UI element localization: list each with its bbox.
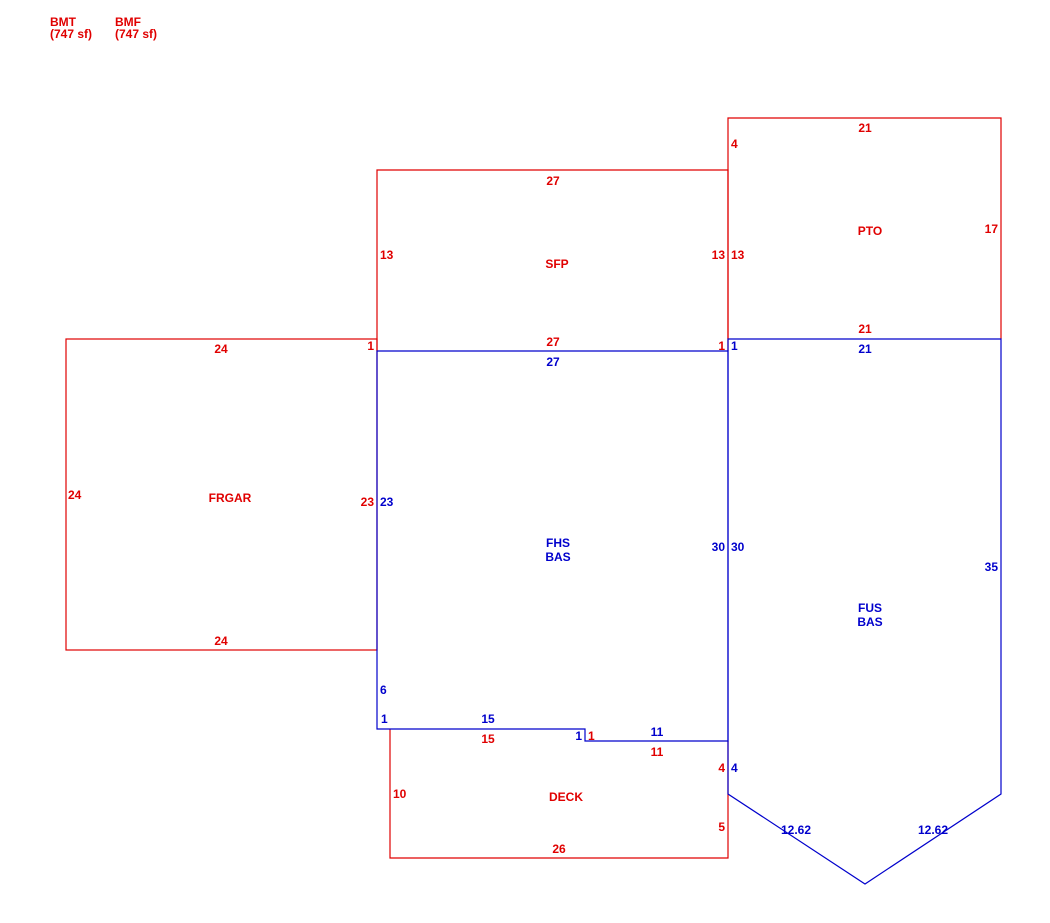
frgar-dim-top: 24	[214, 342, 228, 356]
area-frgar: FRGAR 24 24 24 23 1	[68, 339, 374, 648]
fhs-bas-dim-step: 1	[575, 729, 582, 743]
area-sfp: SFP 27 27 13 13 1	[380, 174, 725, 353]
fus-bas-dim-diag-left: 12.62	[781, 823, 811, 837]
deck-outline	[389, 729, 729, 859]
fus-bas-dim-right: 35	[985, 560, 999, 574]
fus-bas-dim-diag-right: 12.62	[918, 823, 948, 837]
fus-bas-outline	[727, 338, 1002, 885]
area-pto: PTO 21 21 17 13 4	[731, 121, 998, 336]
fhs-bas-dim-bottom-b: 11	[651, 725, 664, 739]
frgar-dim-right: 23	[361, 495, 375, 509]
header-area: (747 sf)	[50, 27, 93, 41]
pto-dim-right: 17	[985, 222, 999, 236]
pto-dim-top: 21	[858, 121, 872, 135]
header-code: BMF	[115, 15, 141, 29]
fhs-bas-dim-left: 23	[380, 495, 394, 509]
pto-label: PTO	[858, 224, 882, 238]
deck-dim-right-lower: 5	[718, 820, 725, 834]
deck-dim-left: 10	[393, 787, 407, 801]
area-fhs-bas: FHS BAS 27 23 30 6 1 15 1 11	[380, 355, 725, 743]
sfp-dim-right: 13	[712, 248, 726, 262]
deck-dim-right-upper: 4	[718, 761, 725, 775]
header-item-bmf: BMF (747 sf)	[115, 16, 157, 40]
deck-dim-bottom: 26	[552, 842, 566, 856]
pto-outline	[727, 117, 1002, 339]
area-deck: DECK 15 1 11 10 4 5 26	[393, 729, 725, 856]
fhs-bas-dim-bottom-a: 15	[481, 712, 495, 726]
sfp-dim-left: 13	[380, 248, 394, 262]
fhs-bas-dim-right: 30	[712, 540, 726, 554]
deck-label: DECK	[549, 790, 583, 804]
pto-dim-bottom: 21	[858, 322, 872, 336]
fus-bas-dim-top: 21	[858, 342, 872, 356]
fus-bas-label-line1: FUS	[858, 601, 882, 615]
deck-dim-top-a: 15	[481, 732, 495, 746]
fus-bas-dim-left: 30	[731, 540, 745, 554]
fhs-bas-dim-step-corner: 1	[381, 712, 388, 726]
fus-bas-dim-left-lower: 4	[731, 761, 738, 775]
fhs-bas-dim-top: 27	[546, 355, 560, 369]
fhs-bas-dim-left-lower: 6	[380, 683, 387, 697]
deck-dim-top-b: 11	[651, 745, 664, 759]
header-code: BMT	[50, 15, 76, 29]
fhs-bas-label-line2: BAS	[545, 550, 570, 564]
sfp-label: SFP	[545, 257, 568, 271]
fus-bas-label-line2: BAS	[857, 615, 882, 629]
pto-dim-left: 13	[731, 248, 745, 262]
sfp-dim-bottom: 27	[546, 335, 560, 349]
sfp-dim-top: 27	[546, 174, 560, 188]
frgar-dim-bottom: 24	[214, 634, 228, 648]
frgar-dim-left: 24	[68, 488, 82, 502]
header-item-bmt: BMT (747 sf)	[50, 16, 92, 40]
fhs-bas-label-line1: FHS	[546, 536, 570, 550]
sfp-dim-corner: 1	[718, 339, 725, 353]
pto-dim-upper-left: 4	[731, 137, 738, 151]
frgar-label: FRGAR	[209, 491, 252, 505]
area-fus-bas: FUS BAS 21 1 30 35 4 12.62 12.62	[731, 339, 998, 837]
frgar-dim-corner: 1	[367, 339, 374, 353]
fus-bas-dim-corner: 1	[731, 339, 738, 353]
header-area: (747 sf)	[115, 27, 158, 41]
deck-dim-step: 1	[588, 729, 595, 743]
